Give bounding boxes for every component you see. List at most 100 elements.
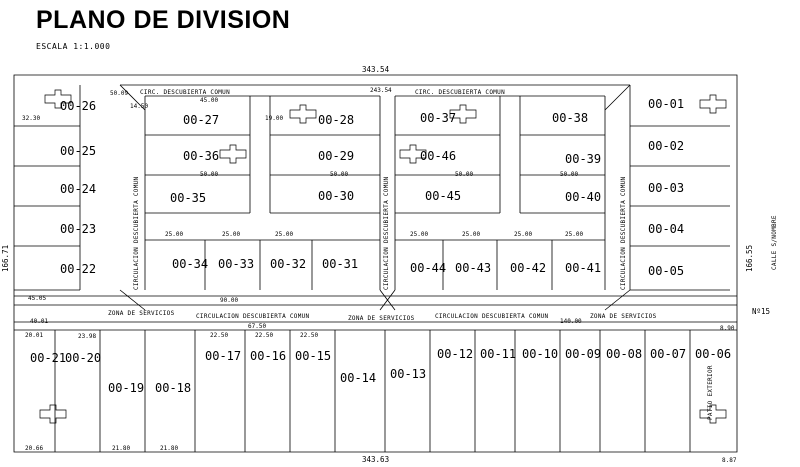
dim-corner-b: 8.87: [722, 457, 737, 464]
house-icons: [39, 89, 727, 424]
label-circ-bottom-right: CIRCULACION DESCUBIERTA COMUN: [435, 313, 549, 320]
dim-2250-b: 22.50: [255, 332, 273, 339]
lot-04: 00-04: [648, 222, 684, 236]
dim-25-g: 25.00: [565, 231, 583, 238]
label-patio: PATIO EXTERIOR: [707, 365, 714, 420]
dim-25-c: 25.00: [275, 231, 293, 238]
label-calle: CALLE S/NOMBRE: [771, 215, 778, 270]
inner-verticals: [249, 96, 521, 213]
dim-25-d: 25.00: [410, 231, 428, 238]
dim-2250-c: 22.50: [300, 332, 318, 339]
lot-14: 00-14: [340, 371, 376, 385]
lot-23: 00-23: [60, 222, 96, 236]
lot-28: 00-28: [318, 113, 354, 127]
dim-2180-a: 21.80: [112, 445, 130, 452]
lot-45: 00-45: [425, 189, 461, 203]
left-block-rows: [145, 134, 380, 214]
lot-31: 00-31: [322, 257, 358, 271]
dim-19: 19.00: [265, 115, 283, 122]
lot-26: 00-26: [60, 99, 96, 113]
lot-13: 00-13: [390, 367, 426, 381]
house-icon: [289, 104, 317, 124]
dim-top: 343.54: [362, 65, 390, 74]
label-circ-bottom-left: CIRCULACION DESCUBIERTA COMUN: [196, 313, 310, 320]
lot-17: 00-17: [205, 349, 241, 363]
dim-3230: 32.30: [22, 115, 40, 122]
dim-50-d: 50.00: [560, 171, 578, 178]
lot-25: 00-25: [60, 144, 96, 158]
house-icon: [399, 144, 427, 164]
lot-35: 00-35: [170, 191, 206, 205]
scale-label: ESCALA 1:1.000: [36, 42, 111, 51]
lot-15: 00-15: [295, 349, 331, 363]
dim-left-mid: 40.01: [30, 318, 48, 325]
dim-25-a: 25.00: [165, 231, 183, 238]
lot-34: 00-34: [172, 257, 208, 271]
lot-05: 00-05: [648, 264, 684, 278]
dim-corner-t: 8.90: [720, 325, 735, 332]
lot-03: 00-03: [648, 181, 684, 195]
house-icon: [44, 89, 72, 109]
label-circ-top-right: CIRC. DESCUBIERTA COMUN: [415, 89, 505, 96]
dim-left-bot: 45.05: [28, 295, 46, 302]
lot-44: 00-44: [410, 261, 446, 275]
lot-19: 00-19: [108, 381, 144, 395]
dim-bottom: 343.63: [362, 455, 389, 464]
lot-38: 00-38: [552, 111, 588, 125]
dim-right: 166.55: [745, 245, 754, 272]
dim-2250-a: 22.50: [210, 332, 228, 339]
dim-2066: 20.66: [25, 445, 43, 452]
house-icon: [449, 104, 477, 124]
dim-row-width: 90.00: [220, 297, 238, 304]
house-icon: [699, 94, 727, 114]
dim-inner-top: 243.54: [370, 87, 392, 94]
right-block-rows: [395, 134, 605, 214]
dim-small-b: 14.50: [130, 103, 148, 110]
outer-boundary: [13, 74, 738, 453]
label-circ-vert-left: CIRCULACION DESCUBIERTA COMUN: [133, 176, 140, 290]
lot-09: 00-09: [565, 347, 601, 361]
lot-29: 00-29: [318, 149, 354, 163]
lot-16: 00-16: [250, 349, 286, 363]
house-icon: [219, 144, 247, 164]
dim-25-b: 25.00: [222, 231, 240, 238]
dim-2001: 20.01: [25, 332, 43, 339]
label-circ-vert-mid: CIRCULACION DESCUBIERTA COMUN: [383, 176, 390, 290]
label-circ-top-left: CIRC. DESCUBIERTA COMUN: [140, 89, 230, 96]
lot-02: 00-02: [648, 139, 684, 153]
lot-27: 00-27: [183, 113, 219, 127]
dim-45: 45.00: [200, 97, 218, 104]
dim-25-e: 25.00: [462, 231, 480, 238]
bottom-lot-dividers: [204, 240, 553, 290]
dim-2398: 23.98: [78, 333, 96, 340]
lot-39: 00-39: [565, 152, 601, 166]
right-col-dividers: [630, 125, 730, 291]
lot-01: 00-01: [648, 97, 684, 111]
lot-22: 00-22: [60, 262, 96, 276]
house-icon: [699, 404, 727, 424]
lot-43: 00-43: [455, 261, 491, 275]
lot-32: 00-32: [270, 257, 306, 271]
lot-20: 00-20: [65, 351, 101, 365]
lot-37: 00-37: [420, 111, 456, 125]
diagonals: [119, 84, 631, 311]
lot-18: 00-18: [155, 381, 191, 395]
lot-07: 00-07: [650, 347, 686, 361]
dim-25-f: 25.00: [514, 231, 532, 238]
bottom-row-dividers: [54, 330, 691, 452]
lot-41: 00-41: [565, 261, 601, 275]
dim-50-b: 50.00: [330, 171, 348, 178]
lot-11: 00-11: [480, 347, 516, 361]
lot-30: 00-30: [318, 189, 354, 203]
dim-left: 166.71: [1, 245, 10, 272]
lot-42: 00-42: [510, 261, 546, 275]
dim-2180-b: 21.80: [160, 445, 178, 452]
dim-50-a: 50.00: [200, 171, 218, 178]
page-title: PLANO DE DIVISION: [36, 6, 291, 34]
dim-left-top: 50.09: [110, 90, 128, 97]
dim-small-a: 140.00: [560, 318, 582, 325]
label-zona-2: ZONA DE SERVICIOS: [348, 315, 415, 322]
lot-10: 00-10: [522, 347, 558, 361]
lot-21: 00-21: [30, 351, 66, 365]
